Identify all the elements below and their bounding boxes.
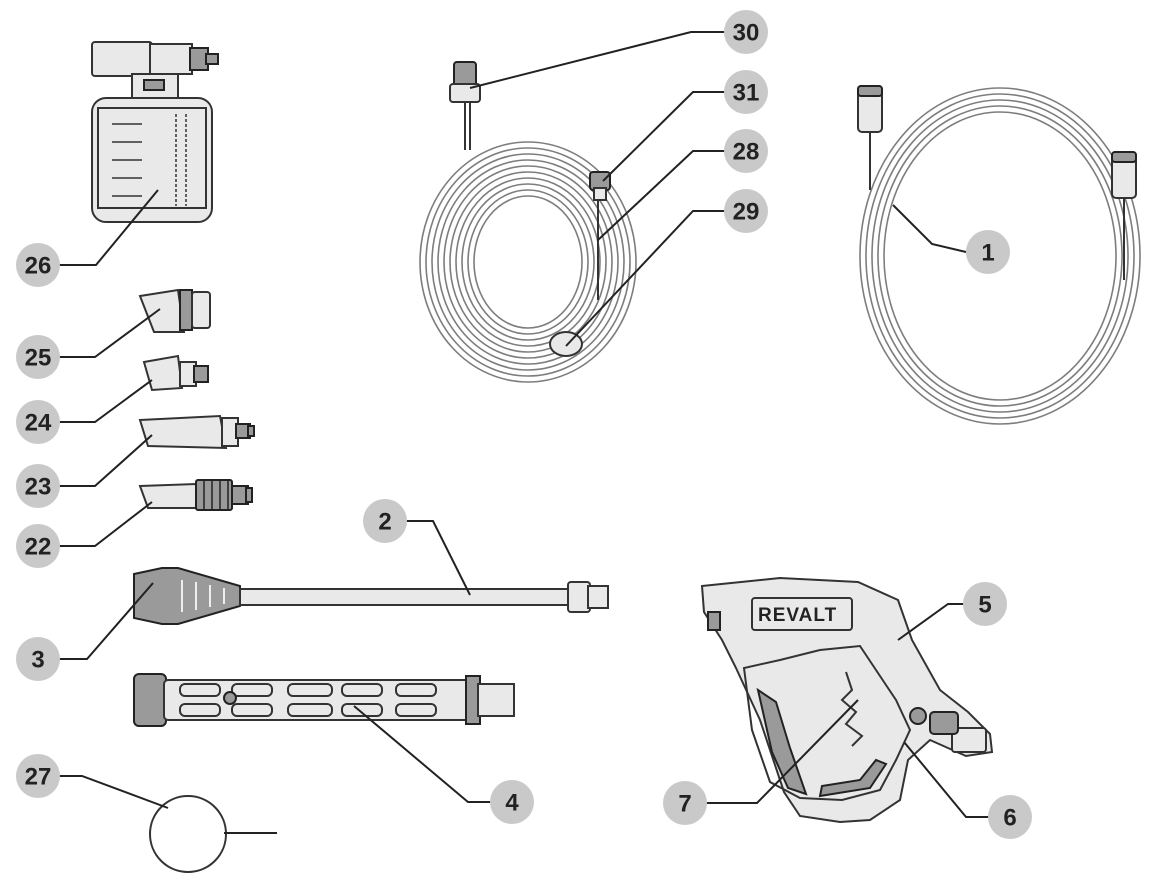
callout-27: 27 [16,754,60,798]
callout-24: 24 [16,400,60,444]
callout-2: 2 [363,499,407,543]
part-26-detergent-bottle [91,41,219,223]
part-5-spray-gun: REVALT [700,576,994,824]
leader-lines [38,31,1010,834]
svg-text:7: 7 [678,791,691,818]
part-25-coupler [138,288,211,333]
svg-text:27: 27 [25,764,52,791]
part-7-trigger-spring [840,671,864,747]
svg-text:5: 5 [978,592,991,619]
part-22-adjustable-nozzle [138,479,253,511]
callout-25: 25 [16,335,60,379]
svg-text:25: 25 [25,345,52,372]
callout-26: 26 [16,243,60,287]
callout-4: 4 [490,780,534,824]
callout-23: 23 [16,464,60,508]
svg-text:1: 1 [981,240,994,267]
callout-29: 29 [724,189,768,233]
callout-5: 5 [963,582,1007,626]
part-27-o-ring [149,795,227,873]
part-2-3-extension-wand [133,567,609,625]
part-29-hose-clamp [549,331,583,357]
svg-text:30: 30 [733,20,760,47]
svg-text:22: 22 [25,534,52,561]
part-6-safety-lock [909,707,927,725]
part-28-hose-coil [419,141,637,383]
callout-30: 30 [724,10,768,54]
part-24-adapter [142,354,209,392]
part-4-lance [133,673,515,727]
svg-text:24: 24 [25,410,52,437]
callout-31: 31 [724,70,768,114]
callout-28: 28 [724,129,768,173]
svg-text:28: 28 [733,139,760,166]
svg-text:26: 26 [25,253,52,280]
gun-brand-label: REVALT [758,605,837,626]
part-1-high-pressure-hose [857,85,1141,425]
part-23-nozzle [138,414,255,450]
svg-text:3: 3 [31,647,44,674]
part-31-hose-clip [589,171,611,300]
svg-text:23: 23 [25,474,52,501]
svg-text:4: 4 [505,790,519,817]
callout-1: 1 [966,230,1010,274]
svg-text:2: 2 [378,509,391,536]
part-30-hose-end-fitting [449,61,481,150]
svg-text:29: 29 [733,199,760,226]
callout-3: 3 [16,637,60,681]
svg-text:31: 31 [733,80,760,107]
callout-6: 6 [988,795,1032,839]
svg-text:6: 6 [1003,805,1016,832]
callout-22: 22 [16,524,60,568]
callout-7: 7 [663,781,707,825]
